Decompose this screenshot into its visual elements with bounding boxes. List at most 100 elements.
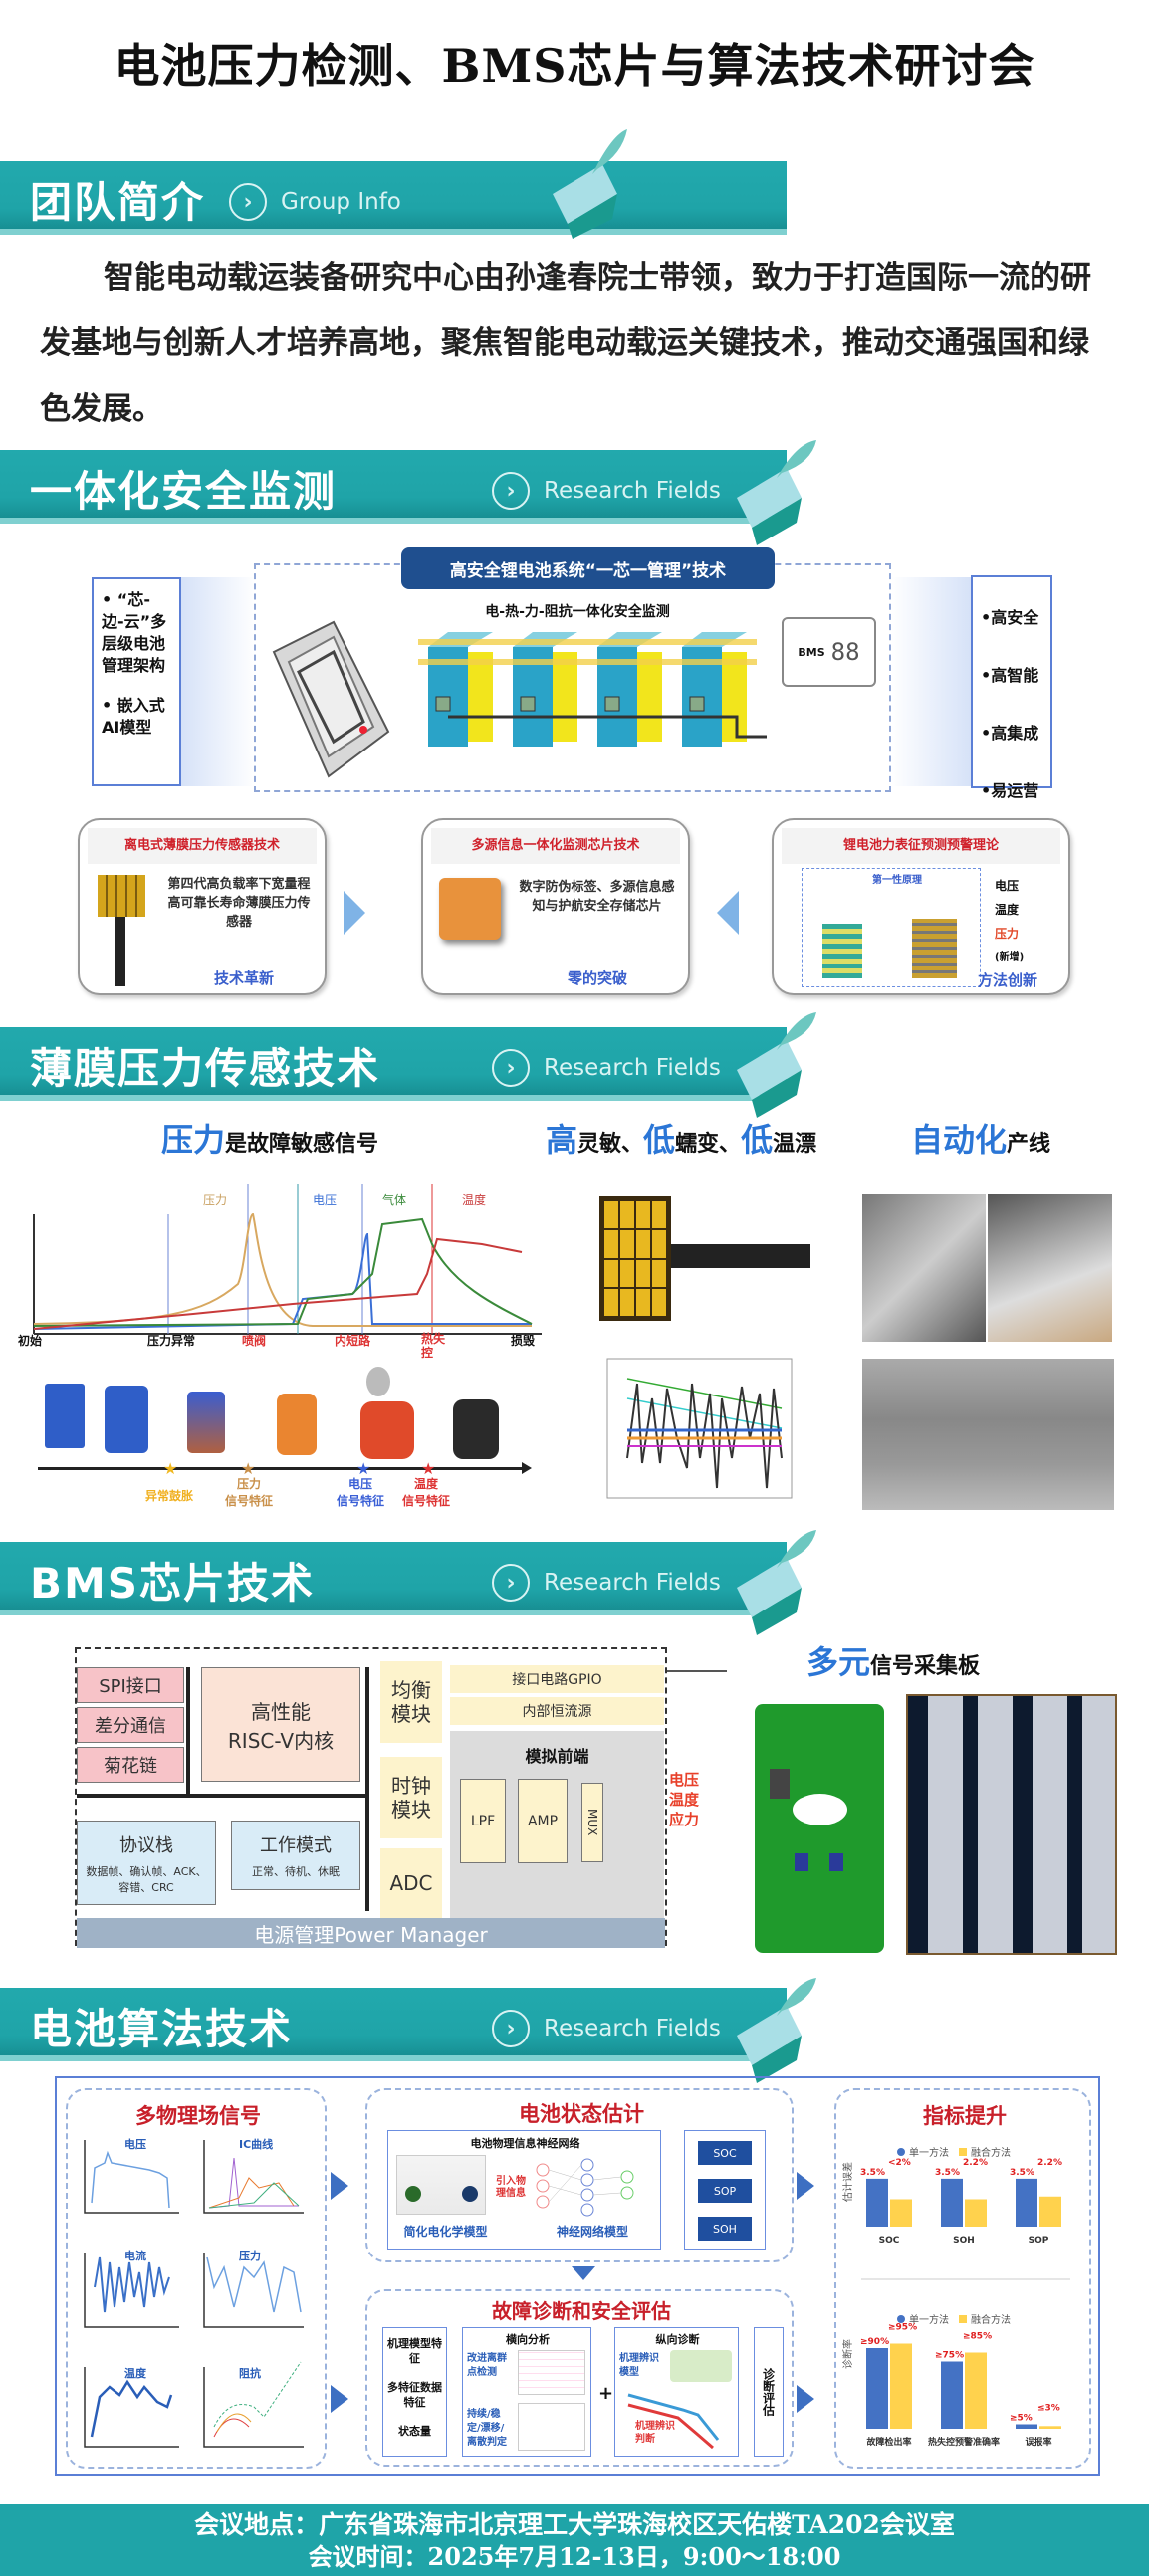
battery-cell-image — [105, 1386, 148, 1453]
feature-item: 状态量 — [398, 2425, 431, 2438]
chevron-right-icon: › — [492, 1049, 530, 1087]
left-feature-box: • “芯-边-云”多层级电池管理架构 • 嵌入式AI模型 — [92, 577, 181, 786]
axis-label: 压力异常 — [147, 1334, 196, 1348]
diagnosis-box: 诊断评估 — [754, 2327, 784, 2457]
bus-line — [365, 1667, 369, 1911]
axis-label: 热失控 — [421, 1332, 446, 1360]
block-diff-comm: 差分通信 — [77, 1707, 184, 1743]
electrochem-model-image — [396, 2155, 486, 2215]
connector-line — [667, 1670, 727, 1672]
chevron-right-icon: › — [229, 183, 267, 221]
star-icon: ★ — [356, 1459, 371, 1478]
banner-safety-monitoring: 一体化安全监测 › Research Fields — [0, 450, 787, 524]
feature-item: • “芯-边-云”多层级电池管理架构 — [102, 590, 167, 675]
feature-item: •高集成 — [981, 724, 1039, 743]
block-balance: 均衡模块 — [380, 1661, 442, 1743]
headline-automation: 自动化产线 — [911, 1121, 1051, 1159]
leaf-paper-icon — [737, 1978, 816, 2083]
pinn-title: 电池物理信息神经网络 — [470, 2137, 580, 2150]
signal-label: 应力 — [669, 1811, 700, 1828]
star-icon: ★ — [163, 1459, 178, 1478]
legend-swatch-single — [897, 2315, 905, 2323]
bar-fusion — [890, 2343, 912, 2429]
bar-single — [1016, 2178, 1037, 2227]
bar-label: ≤3% — [1037, 2404, 1060, 2414]
signal-item: 温度 — [995, 903, 1020, 917]
banner-sub-label: Research Fields — [544, 1570, 721, 1596]
physics-info-label: 引入物理信息 — [496, 2176, 526, 2199]
mechanism-diagram: 第一性原理 — [802, 868, 981, 987]
battery-cell-image — [45, 1384, 85, 1448]
bar-fusion — [1039, 2196, 1061, 2227]
banner-group-info: 团队简介 › Group Info — [0, 161, 787, 235]
banner-sub-label: Research Fields — [544, 478, 721, 504]
axis-label: 喷阀 — [242, 1334, 267, 1348]
plot-ic-curve — [203, 2140, 304, 2214]
bar-label: ≥85% — [963, 2332, 992, 2342]
legend-swatch-fusion — [959, 2148, 967, 2156]
headline-pressure: 压力是故障敏感信号 — [161, 1121, 379, 1159]
axis-label: 损毁 — [511, 1334, 536, 1348]
pinn-box: 电池物理信息神经网络 引入物理信息 简化电化学模型 神经网络模型 — [387, 2130, 661, 2250]
card-prediction-theory: 锂电池力表征预测预警理论 第一性原理 电压 温度 压力 (新增) 方法创新 — [772, 818, 1070, 995]
chip-image — [439, 878, 501, 940]
pcb-board-image — [755, 1704, 884, 1953]
pcb-ic — [770, 1769, 790, 1799]
arrow-right-icon — [797, 2172, 814, 2200]
section-heading: 指标提升 — [923, 2104, 1007, 2128]
card-tag: 技术革新 — [213, 969, 274, 987]
banner-title: 一体化安全监测 — [30, 467, 338, 516]
footer-location: 会议地点：广东省珠海市北京理工大学珠海校区天佑楼TA202会议室 — [194, 2510, 955, 2539]
banner-title: 薄膜压力传感技术 — [30, 1044, 381, 1093]
chevron-right-icon: › — [492, 1564, 530, 1602]
timeline-axis — [38, 1467, 526, 1470]
panel-subheader: 电-热-力-阻抗一体化安全监测 — [485, 604, 670, 620]
leaf-paper-icon — [553, 129, 627, 239]
banner-sub-label: Research Fields — [544, 1055, 721, 1081]
legend-swatch-single — [897, 2148, 905, 2156]
banner-subtitle: › Research Fields — [492, 1049, 721, 1087]
bar-label: 2.2% — [1037, 2158, 1062, 2168]
bus-line — [186, 1667, 190, 1797]
card-pressure-sensor: 离电式薄膜压力传感器技术 第四代高负载率下宽量程高可靠长寿命薄膜压力传感器 技术… — [78, 818, 327, 995]
output-soc: SOC — [698, 2141, 752, 2165]
state-output-box: SOC SOP SOH — [684, 2130, 766, 2250]
bar-label: ≥75% — [935, 2351, 964, 2361]
arrow-left-icon — [717, 891, 739, 935]
banner-subtitle: › Research Fields — [492, 1564, 721, 1602]
leaf-paper-icon — [737, 440, 816, 545]
feature-item: •易运营 — [981, 781, 1039, 800]
curve-label-pressure: 压力 — [203, 1193, 227, 1207]
drift-plot — [518, 2403, 585, 2451]
signal-label: 温度 — [669, 1791, 700, 1809]
bar-single — [1016, 2424, 1037, 2429]
battery-cell — [597, 632, 662, 747]
arrow-right-icon — [344, 891, 365, 935]
lateral-analysis-box: 横向分析 改进离群点检测 持续/稳定/漂移/离散判定 — [462, 2327, 591, 2457]
model-label: 简化电化学模型 — [403, 2225, 488, 2239]
card-tag: 零的突破 — [567, 969, 627, 987]
pcb-chip — [795, 1853, 808, 1871]
neural-network-icon — [536, 2158, 634, 2217]
block-daisy-chain: 菊花链 — [77, 1747, 184, 1783]
section-heading: 电池状态估计 — [519, 2102, 644, 2126]
output-sop: SOP — [698, 2179, 752, 2203]
model-diagram — [670, 2350, 732, 2382]
x-tick-label: 热失控预警准确率 — [928, 2436, 1000, 2448]
smoke-icon — [366, 1367, 390, 1396]
battery-cell-image — [277, 1394, 317, 1455]
battery-cell-image — [187, 1392, 225, 1453]
section-heading: 多物理场信号 — [135, 2104, 261, 2128]
timeline-label: 压力信号特征 — [224, 1477, 273, 1508]
analysis-item: 持续/稳定/漂移/离散判定 — [467, 2409, 507, 2448]
production-photo — [988, 1194, 1112, 1342]
board-title: 多元信号采集板 — [806, 1643, 981, 1681]
banner-bms-chip: BMS芯片技术 › Research Fields — [0, 1542, 787, 1615]
bar-single — [941, 2361, 963, 2429]
battery-module-photo — [906, 1694, 1117, 1955]
plot-voltage — [84, 2140, 179, 2214]
page-title: 电池压力检测、BMS芯片与算法技术研讨会 — [114, 39, 1035, 93]
plot-pressure — [203, 2253, 304, 2328]
